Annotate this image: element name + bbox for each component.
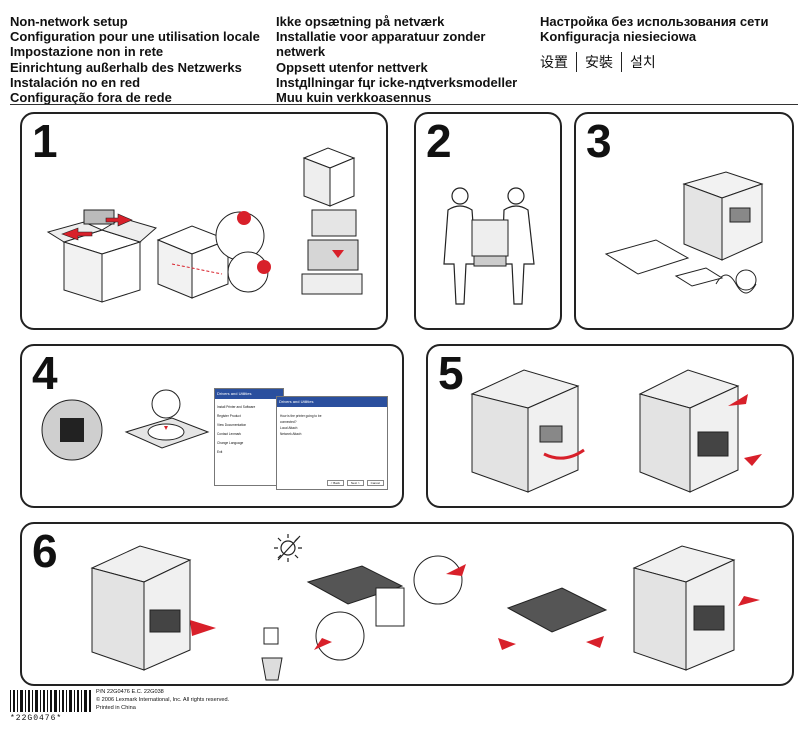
light-warning-icon: [274, 534, 302, 562]
printer-open: [638, 369, 762, 493]
printer-closed: [470, 369, 585, 493]
footer: *22G0476* P/N 22G0476 E.C. 22G038 © 2006…: [10, 688, 410, 728]
step-5-panel: 5: [426, 344, 794, 508]
menu-item-language[interactable]: Change Language: [217, 441, 244, 445]
open-box: [46, 209, 158, 303]
step-number: 4: [32, 347, 58, 399]
title-pt: Configuração fora de rede: [10, 90, 172, 106]
option-local[interactable]: Local Attach: [280, 426, 298, 430]
step-6-panel: 6: [20, 522, 794, 686]
trash-can-icon: [261, 627, 283, 681]
step-number: 6: [32, 525, 58, 577]
title-pl: Konfiguracja niesieciowa: [540, 29, 697, 45]
title-de: Einrichtung außerhalb des Netzwerks: [10, 59, 242, 75]
quick-reference-sheet: [604, 239, 690, 275]
header-column-3: Настройка без использования сети Konfigu…: [540, 14, 769, 44]
title-es: Instalación no en red: [10, 74, 141, 90]
callout-2-icon: [257, 260, 271, 274]
two-person-lift-illustration: [443, 187, 535, 305]
menu-item-contact[interactable]: Contact Lexmark: [217, 432, 242, 436]
footer-text: P/N 22G0476 E.C. 22G038 © 2006 Lexmark I…: [96, 688, 229, 712]
step-1-panel: 1: [20, 112, 388, 330]
cartridge-shake: [498, 587, 608, 650]
person-right-icon: [501, 187, 535, 305]
step-3-panel: 3: [574, 112, 794, 330]
title-fr: Configuration pour une utilisation local…: [10, 29, 260, 45]
cable-and-cd: [674, 267, 757, 294]
callout-1-icon: [237, 211, 251, 225]
title-nl-cont: netwerk: [276, 44, 326, 60]
cd-drive-illustration: [124, 389, 210, 449]
title-da: Ikke opsætning på netværk: [276, 14, 445, 29]
printed-in: Printed in China: [96, 705, 136, 711]
title-zh-cn: 设置: [540, 55, 568, 71]
menu-item-exit[interactable]: Exit: [217, 450, 223, 454]
person-left-icon: [443, 187, 477, 305]
installer-window: Drivers and Utilities Install Printer an…: [214, 388, 284, 486]
title-it: Impostazione non in rete: [10, 44, 164, 60]
cancel-button[interactable]: Cancel: [366, 480, 384, 486]
dialog-buttons: < Back Next > Cancel: [326, 480, 384, 486]
title-sv: Instдllningar fцr icke-nдtverksmodeller: [276, 74, 518, 90]
step-4-panel: 4 Drivers and Utilities Install Printer …: [20, 344, 404, 508]
part-number: P/N 22G0476 E.C. 22G038: [96, 689, 164, 695]
header-rule: [10, 104, 798, 105]
barcode-icon: [10, 690, 91, 712]
step-number: 1: [32, 115, 58, 167]
dialog-prompt: How is the printer going to be connected…: [280, 414, 322, 424]
red-arrow-icon: [61, 213, 133, 241]
printer-remove-cartridge: [90, 545, 216, 671]
packaging-stack: [301, 147, 363, 295]
menu-item-documentation[interactable]: View Documentation: [217, 423, 247, 427]
open-front-door-illustration: [470, 369, 762, 493]
next-button[interactable]: Next >: [346, 480, 364, 486]
title-nl: Installatie voor apparatuur zonder: [276, 29, 486, 45]
step-number: 2: [426, 115, 452, 167]
printer-mfp: [682, 171, 764, 261]
cd-install-illustration: [41, 389, 210, 461]
toner-cartridge-illustration: [90, 534, 760, 681]
barcode-text: *22G0476*: [10, 714, 63, 723]
title-ko: 설치: [621, 52, 664, 72]
title-no: Oppsett utenfor nettverk: [276, 59, 428, 75]
contents-illustration: [604, 171, 764, 294]
taped-box: [156, 225, 230, 299]
step-number: 5: [438, 347, 464, 399]
step-2-panel: 2: [414, 112, 562, 330]
cartridge-unpack: [306, 555, 466, 661]
dialog-body: How is the printer going to be connected…: [277, 407, 333, 443]
cd-icon: [41, 399, 103, 461]
copyright: © 2006 Lexmark International, Inc. All r…: [96, 697, 230, 703]
back-button[interactable]: < Back: [326, 480, 344, 486]
menu-item-register[interactable]: Register Product: [217, 414, 241, 418]
connection-dialog: Drivers and Utilities How is the printer…: [276, 396, 388, 490]
step-number: 3: [586, 115, 612, 167]
title-en: Non-network setup: [10, 14, 128, 29]
unpack-printer-illustration: [46, 147, 363, 303]
dialog-title: Drivers and Utilities: [277, 397, 387, 407]
header-column-1: Non-network setup Configuration pour une…: [10, 14, 260, 105]
installer-menu: Install Printer and Software Register Pr…: [215, 399, 283, 461]
option-network[interactable]: Network Attach: [280, 432, 302, 436]
title-fi: Muu kuin verkkoasennus: [276, 90, 432, 106]
title-zh-tw: 安裝: [576, 52, 621, 72]
installer-window-title: Drivers and Utilities: [215, 389, 283, 399]
header: Non-network setup Configuration pour une…: [0, 0, 808, 105]
printer-insert-cartridge: [632, 545, 760, 671]
title-ru: Настройка без использования сети: [540, 14, 769, 29]
header-column-2: Ikke opsætning på netværk Installatie vo…: [276, 14, 517, 105]
menu-item-install[interactable]: Install Printer and Software: [217, 405, 256, 409]
carried-printer: [471, 219, 509, 267]
